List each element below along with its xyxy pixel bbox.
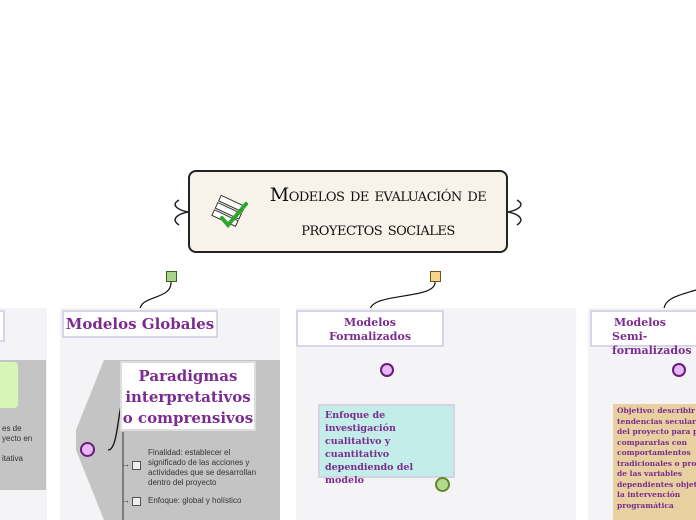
item-enfoque[interactable]: → Enfoque: global y holístico — [122, 496, 242, 506]
enfoque-node[interactable] — [435, 477, 450, 492]
left-header[interactable] — [0, 310, 5, 342]
enfoque-box[interactable]: Enfoque de investigación cualitativo y c… — [318, 404, 455, 486]
note-icon — [166, 271, 177, 282]
formalizados-node[interactable] — [380, 363, 394, 377]
paradigm-node[interactable] — [80, 442, 95, 457]
objetivo-box[interactable]: Objetivo: describir tendencias seculares… — [613, 404, 696, 520]
item-finalidad[interactable]: → Finalidad: establecer el significado d… — [122, 448, 257, 487]
checklist-icon — [211, 194, 248, 229]
checkbox-icon[interactable] — [132, 497, 141, 506]
checkbox-icon[interactable] — [132, 461, 141, 470]
note-icon — [430, 271, 441, 282]
modelos-globales-header[interactable]: Modelos Globales — [62, 310, 218, 338]
panel-modelos-globales: Modelos Globales Paradigmas interpretati… — [60, 308, 280, 520]
paradigm-node-label[interactable]: Paradigmas interpretativos o comprensivo… — [120, 361, 256, 431]
left-green-box[interactable] — [0, 362, 18, 408]
semi-node[interactable] — [672, 363, 686, 377]
